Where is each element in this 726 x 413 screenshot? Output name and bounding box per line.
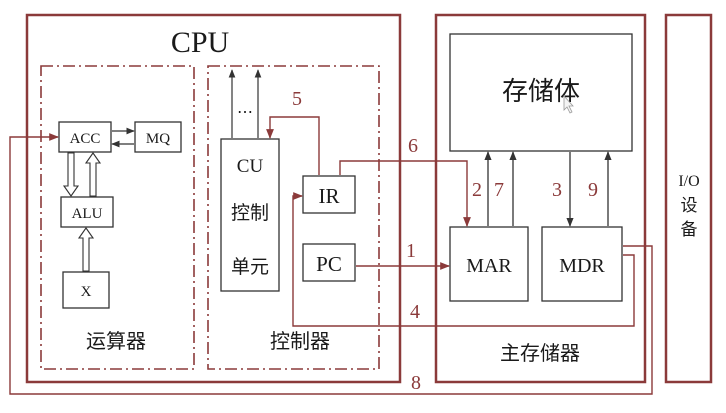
main-memory-frame	[434, 13, 647, 384]
path-5-ir-to-cu	[266, 116, 320, 175]
alu-unit-region	[40, 65, 195, 370]
mq-box	[134, 121, 182, 153]
cu-box	[220, 138, 280, 292]
control-unit-label: 控制器	[270, 329, 330, 353]
path-4-mdr-to-ir	[292, 192, 635, 327]
mdr-box	[541, 226, 623, 302]
main-memory-label: 主存储器	[500, 341, 580, 365]
pc-label: PC	[316, 252, 342, 276]
cu-label: CU	[237, 156, 264, 177]
step-7-label: 7	[494, 179, 504, 201]
io-device-frame	[664, 13, 713, 384]
io-label-line3: 备	[681, 220, 698, 240]
mq-label: MQ	[146, 131, 170, 147]
step-8-label: 8	[411, 372, 421, 394]
step-4-label: 4	[410, 301, 420, 323]
pc-box	[302, 243, 356, 282]
cursor-icon	[563, 94, 574, 114]
step-3-label: 3	[552, 179, 562, 201]
cpu-frame	[25, 13, 402, 384]
io-label-line1: I/O	[678, 173, 699, 190]
cpu-title: CPU	[171, 26, 230, 59]
acc-box	[58, 121, 112, 153]
x-to-alu-hollow-arrow	[77, 227, 95, 272]
io-label-line2: 设	[681, 196, 698, 216]
path-6-ir-to-mar	[339, 160, 471, 227]
step-1-label: 1	[406, 240, 416, 262]
alu-box	[60, 196, 114, 228]
cu-label-line3: 单元	[231, 256, 269, 278]
ir-box	[302, 175, 356, 214]
alu-unit-label: 运算器	[86, 329, 146, 353]
step-6-label: 6	[408, 135, 418, 157]
acc-label: ACC	[70, 131, 101, 147]
step-9-label: 9	[588, 179, 598, 201]
cu-signal-dots: …	[237, 98, 253, 117]
ir-label: IR	[319, 184, 340, 208]
mar-box	[449, 226, 529, 302]
step-2-label: 2	[472, 179, 482, 201]
acc-to-alu-hollow-arrow	[62, 152, 80, 197]
alu-label: ALU	[72, 206, 103, 222]
storage-body-box	[449, 33, 633, 152]
x-label: X	[81, 284, 92, 300]
mar-label: MAR	[466, 255, 512, 277]
path-8-mdr-to-acc	[9, 133, 653, 395]
step-5-label: 5	[292, 88, 302, 110]
x-box	[62, 271, 110, 309]
cu-label-line2: 控制	[231, 202, 269, 224]
alu-to-acc-hollow-arrow	[84, 152, 102, 197]
mdr-label: MDR	[559, 255, 605, 277]
control-unit-region	[207, 65, 380, 370]
